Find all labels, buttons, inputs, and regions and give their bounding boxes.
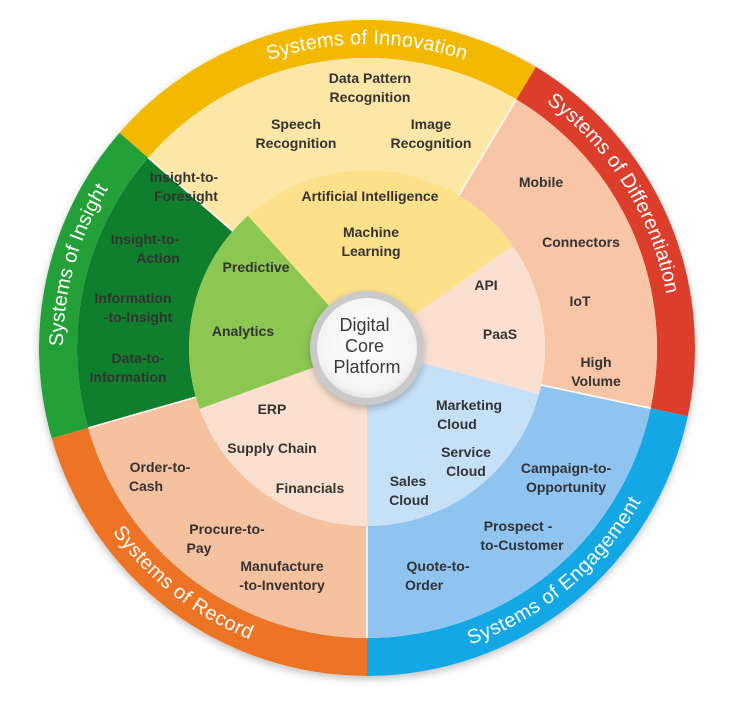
middle-ring — [76, 58, 657, 638]
item-insight-to-action: Insight-to-Action — [111, 231, 180, 266]
engagement-outer-band — [367, 408, 688, 676]
item-data-to-information: Data-to-Information — [90, 350, 167, 385]
core-label: Digital Core Platform — [333, 315, 400, 377]
segment-divider — [88, 396, 197, 429]
insight-inner-items: Predictive Analytics — [212, 259, 290, 339]
item-artificial-intelligence: Artificial Intelligence — [302, 188, 439, 204]
record-inner-items: ERP Supply Chain Financials — [227, 401, 344, 496]
record-outer-band — [51, 427, 367, 676]
record-inner-segment — [199, 348, 367, 526]
item-predictive: Predictive — [223, 259, 290, 275]
differentiation-inner-items: API PaaS — [474, 277, 517, 342]
item-procure-to-pay: Procure-to-Pay — [187, 521, 266, 556]
item-mobile: Mobile — [519, 174, 564, 190]
innovation-inner-segment — [247, 169, 513, 348]
record-middle-segment — [88, 397, 368, 638]
engagement-middle-segment — [367, 385, 651, 638]
item-supply-chain: Supply Chain — [227, 440, 316, 456]
item-financials: Financials — [276, 480, 345, 496]
insight-middle-segment — [76, 157, 233, 428]
innovation-outer-band — [119, 20, 536, 158]
item-information-to-insight: Information-to-Insight — [95, 290, 173, 325]
item-campaign-to-opportunity: Campaign-to-Opportunity — [521, 460, 612, 495]
item-analytics: Analytics — [212, 323, 274, 339]
item-connectors: Connectors — [542, 234, 620, 250]
item-order-to-cash: Order-to-Cash — [129, 459, 191, 494]
record-outer-items: Order-to-Cash Procure-to-Pay Manufacture… — [129, 459, 325, 593]
item-insight-to-foresight: Insight-to-Foresight — [150, 169, 219, 204]
engagement-outer-items: Campaign-to-Opportunity Prospect -to-Cus… — [405, 460, 612, 593]
item-quote-to-order: Quote-to-Order — [405, 558, 470, 593]
digital-core-platform: Digital Core Platform — [310, 291, 424, 405]
item-erp: ERP — [258, 401, 287, 417]
insight-outer-band — [38, 132, 149, 439]
segment-divider — [147, 157, 234, 232]
item-iot: IoT — [570, 293, 591, 309]
engagement-inner-segment — [367, 348, 539, 526]
segment-divider — [540, 384, 651, 410]
item-paas: PaaS — [483, 326, 517, 342]
differentiation-middle-segment — [458, 99, 657, 409]
segment-divider — [458, 99, 518, 196]
differentiation-outer-band — [516, 66, 695, 417]
innovation-middle-segment — [148, 58, 517, 232]
insight-outer-items: Insight-to-Foresight Insight-to-Action I… — [90, 169, 219, 385]
item-api: API — [474, 277, 497, 293]
item-prospect-to-customer: Prospect -to-Customer — [480, 518, 564, 553]
item-manufacture-to-inventory: Manufacture-to-Inventory — [239, 558, 325, 593]
